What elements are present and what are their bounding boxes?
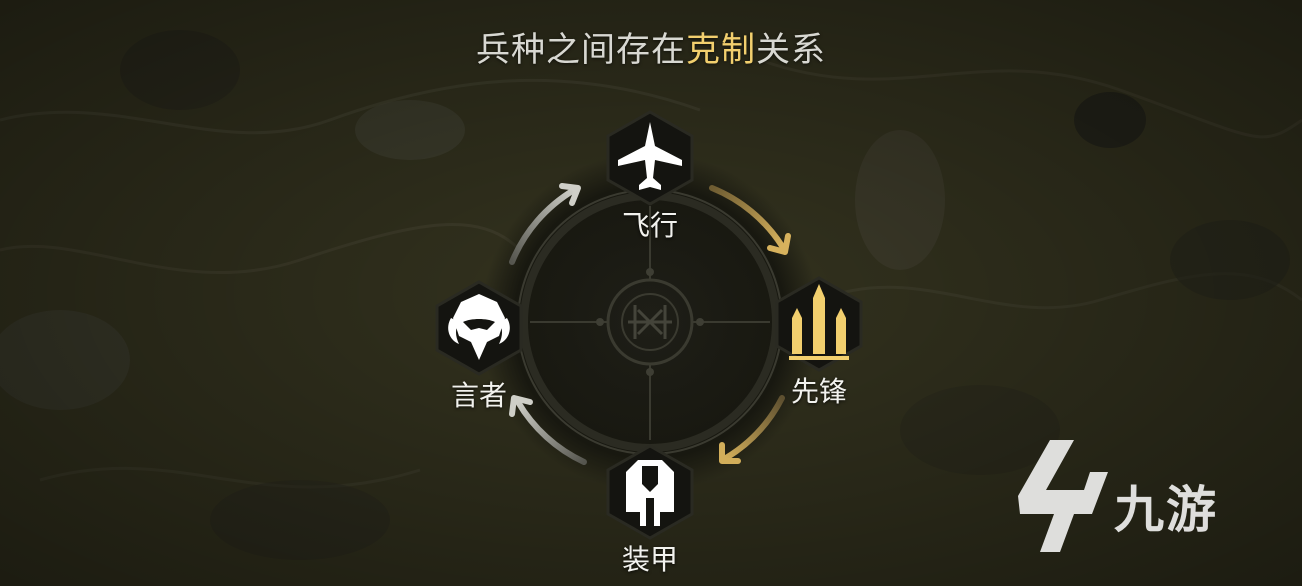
center-emblem	[628, 305, 672, 339]
title-suffix: 关系	[756, 30, 826, 70]
unit-label-armor: 装甲	[621, 543, 678, 576]
title-prefix: 兵种之间存在	[476, 30, 686, 70]
counter-relationship-title: 兵种之间存在克制关系	[0, 22, 1302, 71]
unit-flight[interactable]: 飞行	[590, 108, 710, 244]
jiuyou-logo-icon	[1018, 440, 1108, 552]
unit-vanguard[interactable]: 先锋	[759, 274, 879, 410]
unit-label-flight: 飞行	[621, 209, 678, 242]
bullets-icon	[775, 276, 863, 372]
unit-label-speaker: 言者	[450, 379, 507, 412]
unit-armor[interactable]: 装甲	[590, 442, 710, 578]
jiuyou-watermark: 九游	[1012, 432, 1282, 562]
arrow-armor-to-speaker	[515, 399, 587, 465]
airplane-icon	[606, 110, 694, 206]
horned-mask-icon	[435, 280, 523, 376]
arrow-speaker-to-flight	[509, 187, 577, 265]
arrow-vanguard-to-armor	[723, 395, 785, 461]
title-highlight: 克制	[686, 30, 756, 70]
armor-icon	[606, 444, 694, 540]
unit-speaker[interactable]: 言者	[419, 278, 539, 414]
unit-label-vanguard: 先锋	[790, 375, 847, 408]
jiuyou-brand-text: 九游	[1114, 481, 1218, 539]
arrow-flight-to-vanguard	[709, 185, 785, 249]
